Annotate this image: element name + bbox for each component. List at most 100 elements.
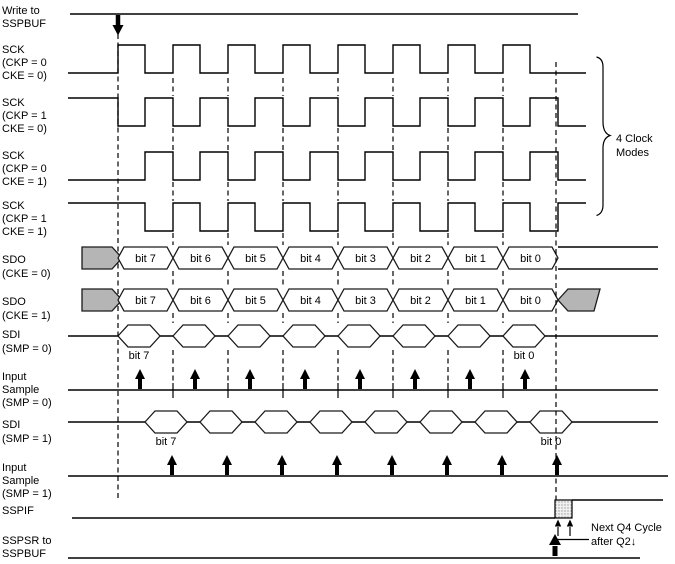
label-sdo-cke1-2: (CKE = 1): [2, 310, 51, 322]
sdi-smp0-hex: [337, 324, 381, 348]
input-sample-smp0-arrow-head: [300, 369, 310, 379]
label-input-sample-smp1-3: (SMP = 1): [2, 488, 52, 500]
sdi-smp1-first-bit-label: bit 7: [156, 436, 177, 448]
label-input-sample-smp0-1: Input: [2, 371, 26, 383]
sdo-cke1-lead-in: [81, 288, 123, 312]
input-sample-smp1-arrow-head: [167, 455, 177, 465]
annotations: 4 Clock Modes Next Q4 Cycle after Q2↓: [591, 56, 662, 548]
sdo-cke0-cell-bit-0: [502, 246, 559, 270]
label-sdi-smp1-1: SDI: [2, 419, 20, 431]
clock-modes-brace: [596, 56, 612, 217]
label-sdo-cke0-2: (CKE = 0): [2, 268, 51, 280]
label-sck3-1: SCK: [2, 150, 25, 162]
input-sample-smp0-arrow-head: [410, 369, 420, 379]
input-sample-smp0-ticks: [172, 383, 504, 398]
sck-wave-ckp0-cke1: [68, 151, 586, 181]
sdi-smp0-hex: [502, 324, 546, 348]
label-sdo-cke0-1: SDO: [2, 254, 26, 266]
input-sample-smp1-arrow-head: [497, 455, 507, 465]
input-sample-smp1-arrow-head: [552, 455, 562, 465]
sdo-cke0-bit-label: bit 0: [520, 253, 541, 265]
label-input-sample-smp0-3: (SMP = 0): [2, 397, 52, 409]
label-input-sample-smp0-2: Sample: [2, 384, 39, 396]
sdi-smp1-hex: [144, 410, 188, 434]
sdo-cke1-bit-label: bit 6: [190, 295, 211, 307]
sdi-smp0-hex: [282, 324, 326, 348]
sdo-cke1-bit-label: bit 7: [135, 295, 156, 307]
sdi-smp1-hex: [199, 410, 243, 434]
sck-wave-ckp1-cke0: [68, 97, 586, 127]
input-sample-smp0-arrow-head: [355, 369, 365, 379]
label-sdi-smp1-2: (SMP = 1): [2, 433, 52, 445]
sdo-cke1-bit-label: bit 3: [355, 295, 376, 307]
label-input-sample-smp1-2: Sample: [2, 475, 39, 487]
input-sample-smp0-arrow-head: [245, 369, 255, 379]
clock-modes-text-1: 4 Clock: [616, 133, 653, 145]
sdi-smp0-first-bit-label: bit 7: [129, 350, 150, 362]
next-q4-text-2: after Q2↓: [591, 536, 636, 548]
label-sspsr-1: SSPSR to: [2, 535, 52, 547]
label-sck3-2: (CKP = 0: [2, 163, 47, 175]
sdo-cke0-bit-label: bit 3: [355, 253, 376, 265]
label-sck2-2: (CKP = 1: [2, 110, 47, 122]
bit-boundary-dashes: [172, 78, 504, 381]
label-sck1-3: CKE = 0): [2, 70, 47, 82]
label-sck4-1: SCK: [2, 200, 25, 212]
sdi-smp1-hex: [364, 410, 408, 434]
sdo-cke0-bit-label: bit 7: [135, 253, 156, 265]
sck-wave-ckp0-cke0: [68, 44, 586, 74]
clock-modes-text-2: Modes: [616, 147, 650, 159]
label-sck4-3: CKE = 1): [2, 226, 47, 238]
sck-wave-ckp1-cke1: [68, 202, 586, 232]
sdi-smp0-hex: [172, 324, 216, 348]
sdi-smp1-hex: [529, 410, 573, 434]
label-sck1-2: (CKP = 0: [2, 57, 47, 69]
waveform-geometry: bit 7 bit 6 bit 5 bit 4 bit 3 bit 2 bit 1 bit 0…: [68, 13, 668, 559]
input-sample-smp1-arrow-head: [442, 455, 452, 465]
sspif-transition-box: [554, 499, 573, 519]
label-input-sample-smp1-1: Input: [2, 462, 26, 474]
sdo-cke1-bit-label: bit 5: [245, 295, 266, 307]
signal-labels: Write to SSPBUF SCK (CKP = 0 CKE = 0) SC…: [2, 5, 52, 560]
label-sspif: SSPIF: [2, 505, 34, 517]
sspif-edge-arrow-head-1: [554, 519, 562, 527]
sdo-cke0-bit-label: bit 4: [300, 253, 321, 265]
sdi-smp0-hex: [447, 324, 491, 348]
sdo-cke0-lead-in: [81, 246, 123, 270]
label-sck3-3: CKE = 1): [2, 176, 47, 188]
label-sck1-1: SCK: [2, 44, 25, 56]
sdo-cke0-tail: [558, 246, 658, 270]
input-sample-smp0-arrow-head: [190, 369, 200, 379]
sdo-cke1-lead-out: [557, 288, 601, 312]
label-sck2-1: SCK: [2, 97, 25, 109]
sdo-cke1-bit-label: bit 1: [465, 295, 486, 307]
sdi-smp1-hex: [309, 410, 353, 434]
sspsr-transfer-arrow-head: [549, 534, 561, 545]
sdo-cke1-bit-label: bit 2: [410, 295, 431, 307]
input-sample-smp0-arrow-head: [465, 369, 475, 379]
write-arrow-head: [112, 25, 124, 36]
sdi-smp1-hex: [419, 410, 463, 434]
label-sspsr-2: SSPBUF: [2, 548, 46, 560]
input-sample-smp0-arrow-head: [135, 369, 145, 379]
sdi-smp0-hex: [117, 324, 161, 348]
label-sck4-2: (CKP = 1: [2, 213, 47, 225]
sdi-smp1-hex: [474, 410, 518, 434]
sdo-cke0-bit-label: bit 2: [410, 253, 431, 265]
input-sample-smp1-arrow-head: [222, 455, 232, 465]
label-sck2-3: CKE = 0): [2, 123, 47, 135]
sdi-smp1-hex: [254, 410, 298, 434]
sdo-cke0-bit-label: bit 5: [245, 253, 266, 265]
input-sample-smp1-arrow-head: [387, 455, 397, 465]
sdo-cke0-bit-label: bit 6: [190, 253, 211, 265]
input-sample-smp1-arrow-head: [332, 455, 342, 465]
next-q4-text-1: Next Q4 Cycle: [591, 522, 662, 534]
label-write-to-sspbuf-1: Write to: [2, 5, 40, 17]
sdo-cke1-bit-label: bit 0: [520, 295, 541, 307]
label-write-to-sspbuf-2: SSPBUF: [2, 18, 46, 30]
input-sample-smp1-arrow-head: [277, 455, 287, 465]
label-sdi-smp0-2: (SMP = 0): [2, 343, 52, 355]
sdi-smp1-last-bit-label: bit 0: [541, 436, 562, 448]
